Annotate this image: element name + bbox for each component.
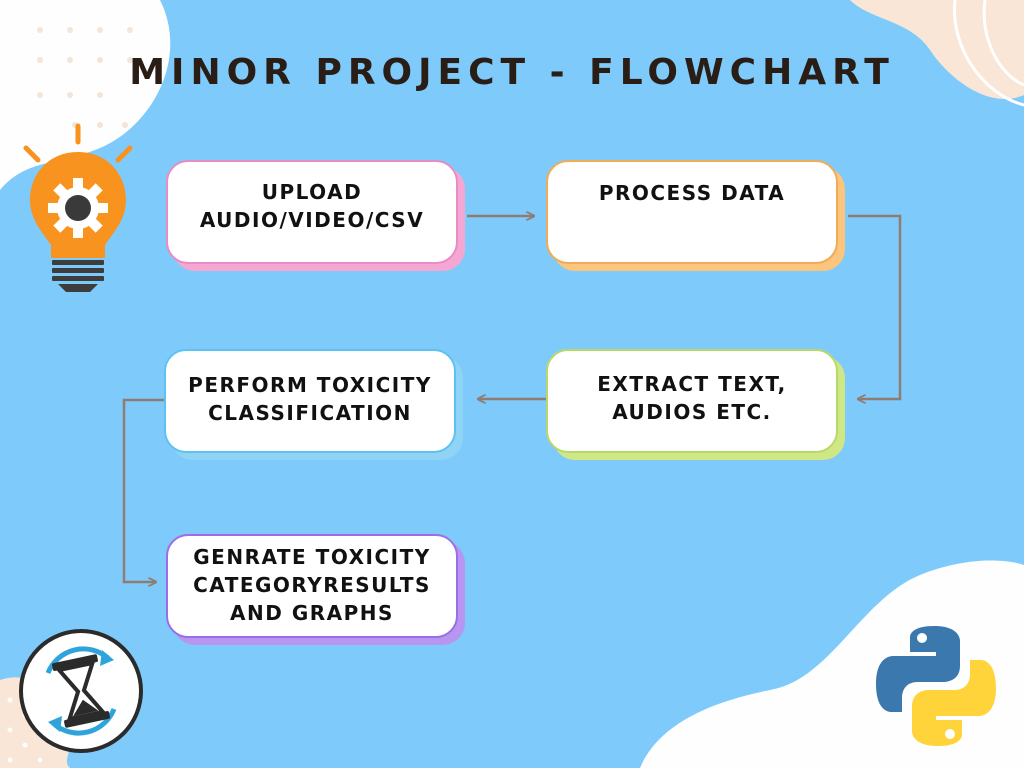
flow-node-generate: GENRATE TOXICITY CATEGORYRESULTS AND GRA… bbox=[166, 534, 465, 645]
flow-node-process: PROCESS DATA bbox=[546, 160, 845, 271]
node-label: PERFORM TOXICITY CLASSIFICATION bbox=[188, 373, 432, 425]
node-card bbox=[166, 160, 458, 264]
flow-node-upload: UPLOAD AUDIO/VIDEO/CSV bbox=[166, 160, 465, 271]
node-label: UPLOAD AUDIO/VIDEO/CSV bbox=[199, 180, 425, 232]
node-card bbox=[546, 349, 838, 453]
lightbulb-gear-icon bbox=[23, 123, 133, 292]
node-card bbox=[164, 349, 456, 453]
python-logo-icon bbox=[876, 626, 996, 746]
node-card bbox=[166, 534, 458, 638]
edge-process-to-extract bbox=[848, 214, 902, 399]
flow-node-perform: PERFORM TOXICITY CLASSIFICATION bbox=[164, 349, 463, 460]
node-label: GENRATE TOXICITY CATEGORYRESULTS AND GRA… bbox=[193, 545, 431, 625]
edge-perform-to-generate bbox=[122, 398, 164, 582]
node-label: EXTRACT TEXT, AUDIOS ETC. bbox=[597, 372, 787, 424]
node-card bbox=[546, 160, 838, 264]
page-title: MINOR PROJECT - FLOWCHART bbox=[129, 52, 895, 93]
flow-node-extract: EXTRACT TEXT, AUDIOS ETC. bbox=[546, 349, 845, 460]
hourglass-sync-icon bbox=[19, 629, 143, 753]
node-label: PROCESS DATA bbox=[598, 181, 786, 205]
